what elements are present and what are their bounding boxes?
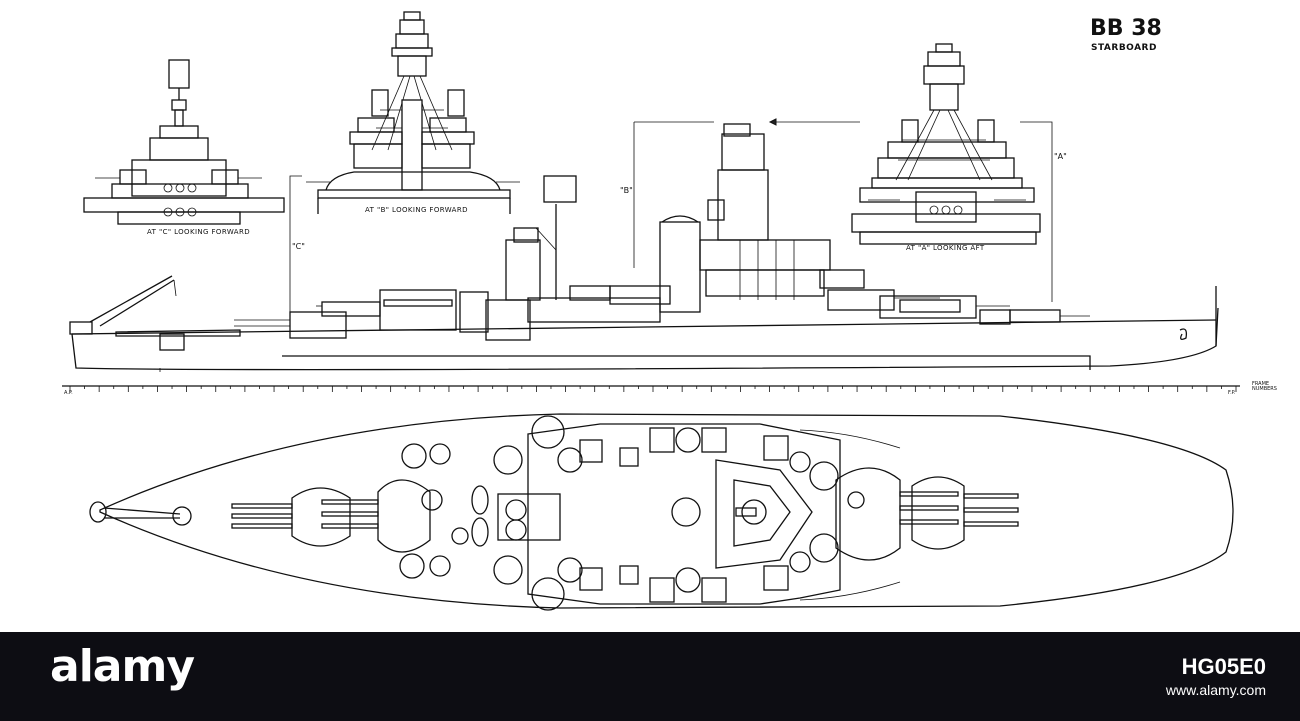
section-a-label: AT "A" LOOKING AFT	[906, 244, 985, 252]
plan-view	[89, 413, 1234, 611]
frame-number-scale	[62, 385, 1240, 392]
section-marker-c: "C"	[292, 242, 305, 251]
frame-label-line1: FRAME	[1252, 381, 1270, 387]
frame-numbers-label: FRAME NUMBERS	[1252, 382, 1277, 392]
hull-number: BB 38	[1090, 16, 1162, 41]
frame-end-forward: F.P.	[1228, 390, 1236, 396]
ship-drawing	[62, 11, 1240, 611]
section-b-label: AT "B" LOOKING FORWARD	[365, 206, 468, 214]
section-view-c	[83, 59, 285, 225]
footer-meta: HG05E0 www.alamy.com	[1166, 654, 1266, 698]
section-view-a	[851, 43, 1041, 245]
blueprint-sheet: BB 38 STARBOARD AT "C" LOOKING FORWARD A…	[62, 11, 1277, 611]
watermark-footer	[0, 632, 1300, 721]
turret-3-plan	[321, 479, 431, 553]
section-view-b	[306, 11, 520, 214]
view-side-label: STARBOARD	[1091, 43, 1157, 53]
section-c-label: AT "C" LOOKING FORWARD	[147, 228, 251, 236]
section-marker-b: "B"	[620, 186, 633, 195]
section-marker-a: "A"	[1054, 152, 1067, 161]
turret-4-plan	[231, 487, 351, 547]
footer-url: www.alamy.com	[1165, 682, 1266, 698]
side-elevation	[69, 123, 1219, 372]
frame-end-aft: A.P.	[64, 390, 73, 396]
alamy-logo: alamy	[50, 641, 195, 692]
turret-1-plan	[911, 476, 1019, 550]
image-id: HG05E0	[1181, 654, 1266, 679]
turret-2-plan	[835, 467, 959, 561]
section-markers	[289, 118, 1053, 316]
frame-label-line2: NUMBERS	[1252, 386, 1277, 392]
